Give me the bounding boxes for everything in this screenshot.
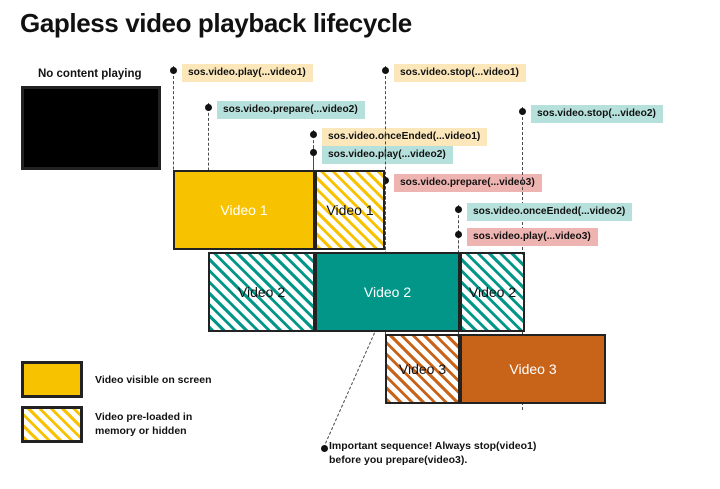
legend-swatch-visible (21, 361, 83, 398)
legend-swatch-preloaded (21, 406, 83, 443)
event-label-play-video2: sos.video.play(...video2) (322, 146, 453, 164)
video-segment-label: Video 3 (509, 361, 557, 377)
video-segment-video2-preloaded: Video 2 (208, 252, 315, 332)
video-segment-label: Video 2 (468, 284, 517, 300)
video-segment-label: Video 1 (220, 202, 268, 218)
event-dot-play-video2 (310, 149, 317, 156)
video-segment-video2-preloaded: Video 2 (460, 252, 525, 332)
event-dot-prepare-video2 (205, 104, 212, 111)
event-label-once-ended-video1: sos.video.onceEnded(...video1) (322, 128, 488, 146)
event-dot-once-ended-video1 (310, 131, 317, 138)
no-content-caption: No content playing (38, 68, 142, 80)
video-segment-label: Video 2 (363, 284, 412, 300)
event-marker-line-stop-video1 (385, 66, 386, 250)
legend-label-visible: Video visible on screen (95, 374, 212, 386)
event-label-play-video1: sos.video.play(...video1) (182, 64, 313, 82)
event-dot-stop-video2 (519, 108, 526, 115)
callout-dot (321, 445, 328, 452)
video-segment-label: Video 3 (398, 361, 447, 377)
video-segment-video1-visible: Video 1 (173, 170, 315, 250)
video-segment-video1-preloaded: Video 1 (315, 170, 385, 250)
video-segment-label: Video 2 (237, 284, 286, 300)
event-marker-line-play-video1 (173, 66, 174, 250)
event-label-stop-video1: sos.video.stop(...video1) (394, 64, 526, 82)
event-dot-once-ended-video2 (455, 206, 462, 213)
event-dot-play-video3 (455, 231, 462, 238)
event-dot-stop-video1 (382, 67, 389, 74)
legend-label-preloaded: Video pre-loaded in memory or hidden (95, 411, 193, 438)
event-label-prepare-video3: sos.video.prepare(...video3) (394, 174, 542, 192)
event-label-once-ended-video2: sos.video.onceEnded(...video2) (467, 203, 633, 221)
video-segment-video3-preloaded: Video 3 (385, 334, 460, 404)
video-segment-label: Video 1 (326, 202, 374, 218)
page-title: Gapless video playback lifecycle (20, 8, 412, 38)
event-label-play-video3: sos.video.play(...video3) (467, 228, 598, 246)
event-label-stop-video2: sos.video.stop(...video2) (531, 105, 663, 123)
callout-leader-line (323, 332, 375, 448)
video-segment-video3-visible: Video 3 (460, 334, 606, 404)
video-segment-video2-visible: Video 2 (315, 252, 460, 332)
black-screen-preview (21, 86, 161, 170)
event-dot-play-video1 (170, 67, 177, 74)
event-label-prepare-video2: sos.video.prepare(...video2) (217, 101, 365, 119)
callout-text: Important sequence! Always stop(video1) … (329, 440, 537, 467)
event-dot-prepare-video3 (382, 177, 389, 184)
